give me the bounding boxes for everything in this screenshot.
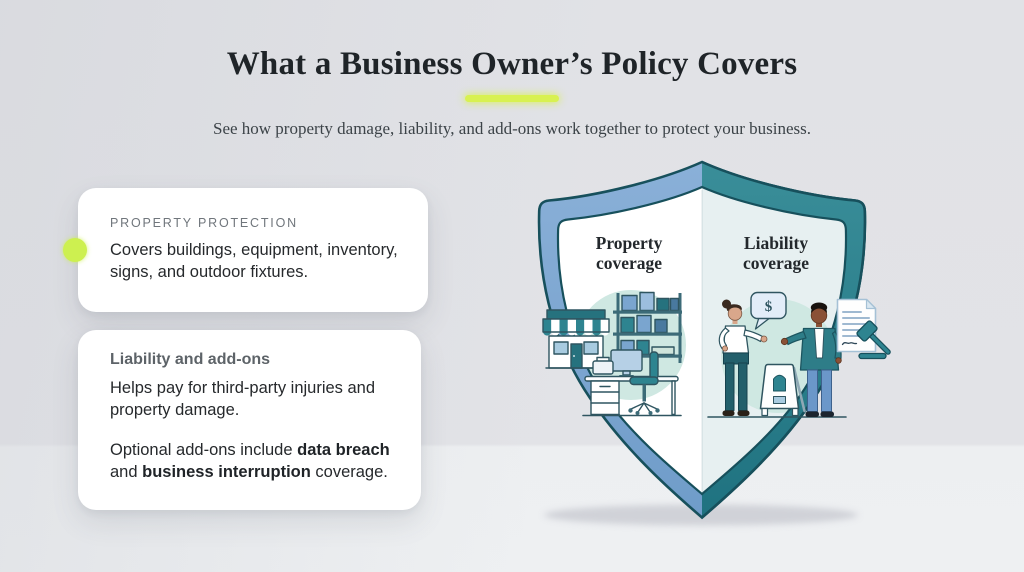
liability-card-heading: Liability and add-ons <box>110 351 271 368</box>
scene-backdrop-circles <box>576 290 835 413</box>
office-chair-icon <box>628 351 660 415</box>
a-frame-sign-icon <box>759 363 806 417</box>
liability-addons-card: Liability and add-ons Helps pay for thir… <box>78 330 421 510</box>
paragraph2-suffix: coverage. <box>310 463 388 481</box>
page-subtitle: See how property damage, liability, and … <box>212 119 811 138</box>
paragraph2-middle: and <box>110 463 143 481</box>
shield-label-property: Property coverage <box>595 233 663 273</box>
accent-dot <box>63 238 87 262</box>
shield-label-liability: Liability coverage <box>742 233 810 273</box>
storefront-icon <box>542 309 610 369</box>
shelf-icon <box>613 291 682 363</box>
property-protection-card: PROPERTY PROTECTION Covers buildings, eq… <box>78 188 428 312</box>
desk-icon <box>584 349 679 416</box>
liability-card-paragraph1: Helps pay for third-party injuries and p… <box>110 379 376 419</box>
gavel-icon <box>856 320 891 360</box>
page-title: What a Business Owner’s Policy Covers <box>226 46 798 82</box>
liability-card-paragraph2: Optional add-ons include data breach and… <box>110 439 393 483</box>
woman-figure <box>718 299 768 416</box>
shield-shadow <box>544 504 858 526</box>
shield-interior <box>557 187 847 494</box>
paragraph2-prefix: Optional add-ons include <box>110 441 298 459</box>
bold-term-data-breach: data breach <box>297 441 390 459</box>
document-icon <box>836 298 877 353</box>
shield-outer-band <box>537 160 867 520</box>
title-underline-accent <box>465 95 559 102</box>
property-card-eyebrow: PROPERTY PROTECTION <box>110 216 298 230</box>
svg-text:$: $ <box>765 299 773 315</box>
shield-inner-outline <box>556 185 848 496</box>
bold-term-business-interruption: business interruption <box>142 463 311 481</box>
property-card-body: Covers buildings, equipment, inventory, … <box>110 241 398 281</box>
man-figure <box>780 302 842 417</box>
speech-bubble-dollar-icon: $ <box>750 291 787 330</box>
